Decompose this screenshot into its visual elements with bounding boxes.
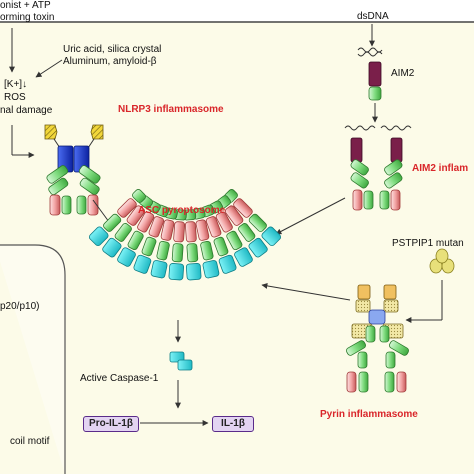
asc-spoke (88, 189, 146, 247)
label-aim2: AIM2 (391, 68, 415, 79)
arrow-uric (35, 59, 63, 78)
aim2-complex (350, 137, 403, 211)
il1b-box: IL-1β (212, 416, 254, 432)
asc-spoke (168, 209, 187, 281)
label-pore-toxin: orming toxin (0, 12, 55, 23)
arrow-pyrin-asc (261, 282, 351, 301)
label-aluminum: Aluminum, amyloid-β (63, 56, 157, 67)
label-potassium: [K+]↓ (4, 79, 28, 90)
label-ros: ROS (4, 92, 26, 103)
nlrp3-complex (44, 124, 104, 216)
asc-spoke (117, 200, 161, 267)
label-agonist-atp: onist + ATP (0, 0, 51, 11)
pro-il1b-box: Pro-IL-1β (83, 416, 139, 432)
label-damage: nal damage (0, 105, 53, 116)
label-aim2-inflammasome: AIM2 inflam (412, 163, 469, 174)
label-p20p10: p20/p10) (0, 301, 40, 312)
label-pstpip1: PSTPIP1 mutan (392, 238, 464, 249)
caspase-p10 (177, 359, 193, 371)
label-dsdna: dsDNA (357, 11, 389, 22)
pstpip1-mutant (429, 248, 455, 274)
dna-strand-2 (344, 125, 376, 131)
aim2-pyd (368, 86, 382, 101)
asc-spoke (102, 195, 154, 258)
label-asc-pyroptosome: ASC pyroptosome (138, 205, 226, 216)
aim2-hin (368, 61, 382, 87)
dna-strand-3 (380, 125, 412, 131)
pyrin-complex (346, 284, 409, 393)
asc-pyroptosome (88, 189, 282, 281)
caspase-p20 (169, 351, 185, 363)
label-nlrp3-inflammasome: NLRP3 inflammasome (118, 104, 224, 115)
nucleus-compartment (0, 244, 66, 474)
label-coil-motif: coil motif (10, 436, 50, 447)
label-uric-acid: Uric acid, silica crystal (63, 44, 162, 55)
asc-spoke (133, 204, 170, 274)
dna-strand-1b (357, 51, 383, 57)
label-active-caspase: Active Caspase-1 (80, 373, 159, 384)
label-pyrin-inflammasome: Pyrin inflammasome (320, 409, 418, 420)
asc-spoke (150, 207, 178, 279)
dna-strand-1 (357, 47, 383, 53)
arrow-aim2-asc (275, 197, 346, 235)
